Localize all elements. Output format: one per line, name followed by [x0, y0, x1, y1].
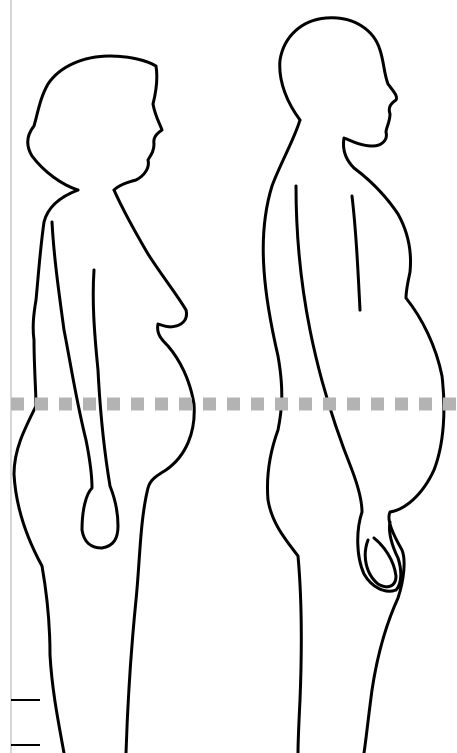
female-arm-outline: [52, 222, 118, 548]
female-head-outline: [28, 56, 162, 190]
male-arm-outline: [296, 186, 401, 591]
female-front-outline: [114, 190, 194, 753]
male-head-outline: [280, 18, 397, 168]
male-silhouette: [263, 18, 444, 753]
female-back-outline: [14, 190, 78, 753]
male-front-outline: [354, 168, 444, 753]
male-shoulder-line: [352, 196, 360, 310]
